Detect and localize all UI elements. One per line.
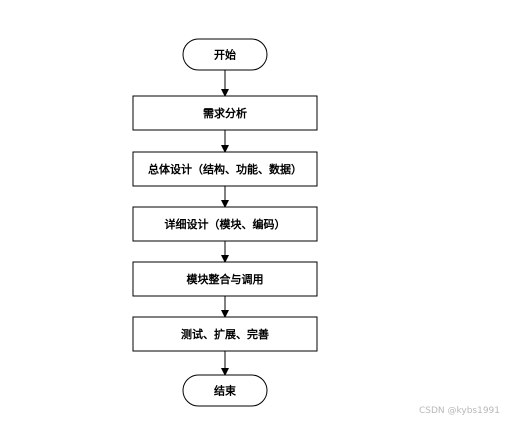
- end-label: 结束: [213, 384, 237, 398]
- step-testing: 测试、扩展、完善: [132, 316, 318, 352]
- step-2-label: 总体设计（结构、功能、数据）: [148, 162, 302, 176]
- start-node: 开始: [182, 38, 268, 71]
- end-node: 结束: [182, 374, 268, 407]
- step-1-label: 需求分析: [203, 106, 247, 120]
- step-3-label: 详细设计（模块、编码）: [165, 217, 286, 231]
- start-label: 开始: [214, 48, 236, 62]
- step-module-integration: 模块整合与调用: [132, 261, 318, 297]
- step-4-label: 模块整合与调用: [187, 272, 264, 286]
- step-5-label: 测试、扩展、完善: [181, 327, 269, 341]
- step-requirements-analysis: 需求分析: [132, 95, 318, 131]
- step-overall-design: 总体设计（结构、功能、数据）: [132, 151, 318, 187]
- watermark-text: CSDN @kybs1991: [418, 406, 500, 416]
- step-detailed-design: 详细设计（模块、编码）: [132, 206, 318, 242]
